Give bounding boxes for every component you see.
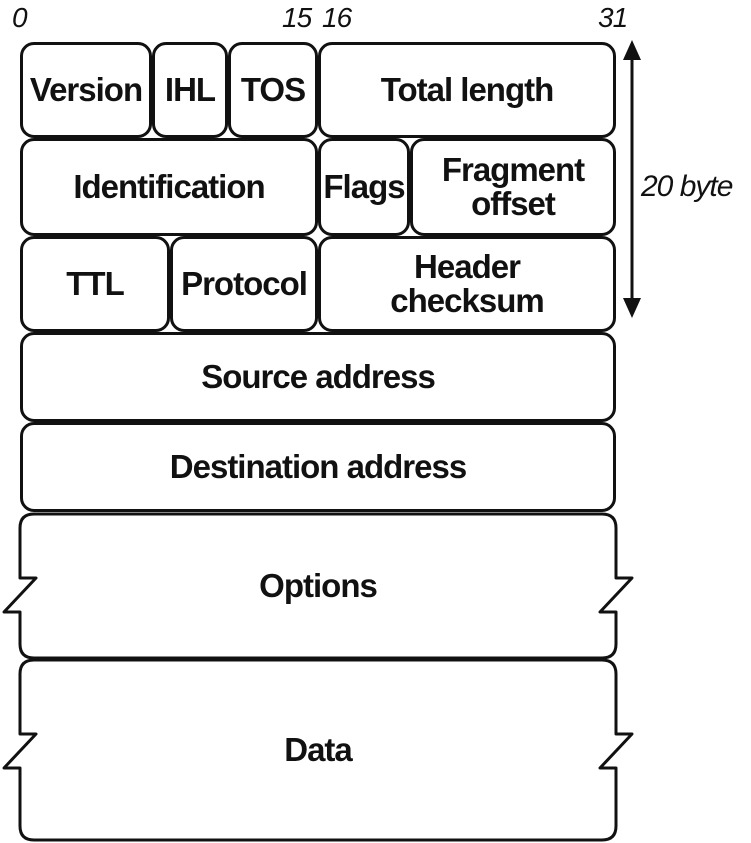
field-header-checksum: Header checksum — [318, 236, 616, 332]
bit-label-16: 16 — [322, 2, 352, 33]
field-version: Version — [20, 42, 152, 138]
field-source-address: Source address — [20, 332, 616, 422]
bit-label-31: 31 — [598, 2, 628, 33]
field-ihl: IHL — [152, 42, 228, 138]
field-flags: Flags — [318, 138, 410, 236]
data-block-outline — [2, 658, 634, 842]
bit-label-15: 15 — [282, 2, 312, 33]
field-total-length: Total length — [318, 42, 616, 138]
bit-label-0: 0 — [12, 2, 28, 33]
header-size-label: 20 byte — [641, 170, 733, 203]
options-label: Options — [259, 567, 378, 604]
data-label: Data — [284, 731, 353, 768]
field-identification: Identification — [20, 138, 318, 236]
field-destination-address: Destination address — [20, 422, 616, 512]
field-ttl: TTL — [20, 236, 170, 332]
field-fragment-offset: Fragment offset — [410, 138, 616, 236]
header-size-arrow — [623, 40, 641, 318]
field-protocol: Protocol — [170, 236, 318, 332]
field-tos: TOS — [228, 42, 318, 138]
options-block-outline — [2, 512, 634, 660]
